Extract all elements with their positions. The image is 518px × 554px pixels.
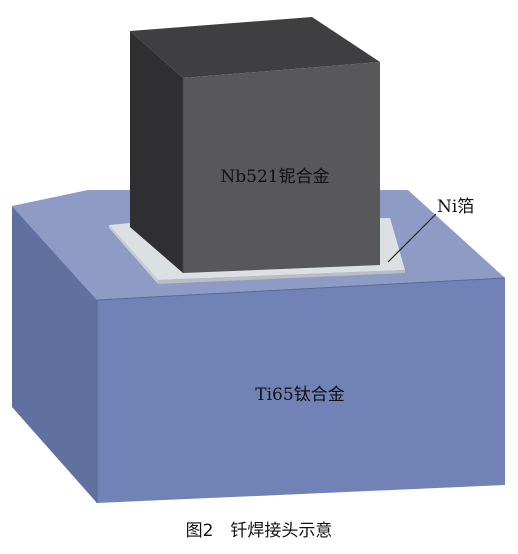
ni-foil-leader-line xyxy=(387,213,437,263)
top-block-front-face xyxy=(183,62,380,273)
figure-caption: 图2 钎焊接头示意 xyxy=(186,521,333,541)
label-ni-foil: Ni箔 xyxy=(437,197,474,217)
label-ti65: Ti65钛合金 xyxy=(255,385,344,405)
top-block-top-face xyxy=(130,17,380,78)
base-block-front-face xyxy=(97,278,505,503)
ni-foil-edge xyxy=(109,225,158,284)
label-nb521: Nb521铌合金 xyxy=(220,167,329,187)
top-block-side-face xyxy=(130,31,183,273)
base-block-edge xyxy=(96,277,506,301)
ni-foil-edge xyxy=(158,270,405,284)
base-block-side-face xyxy=(12,206,97,503)
nb521-top-block xyxy=(130,17,380,273)
